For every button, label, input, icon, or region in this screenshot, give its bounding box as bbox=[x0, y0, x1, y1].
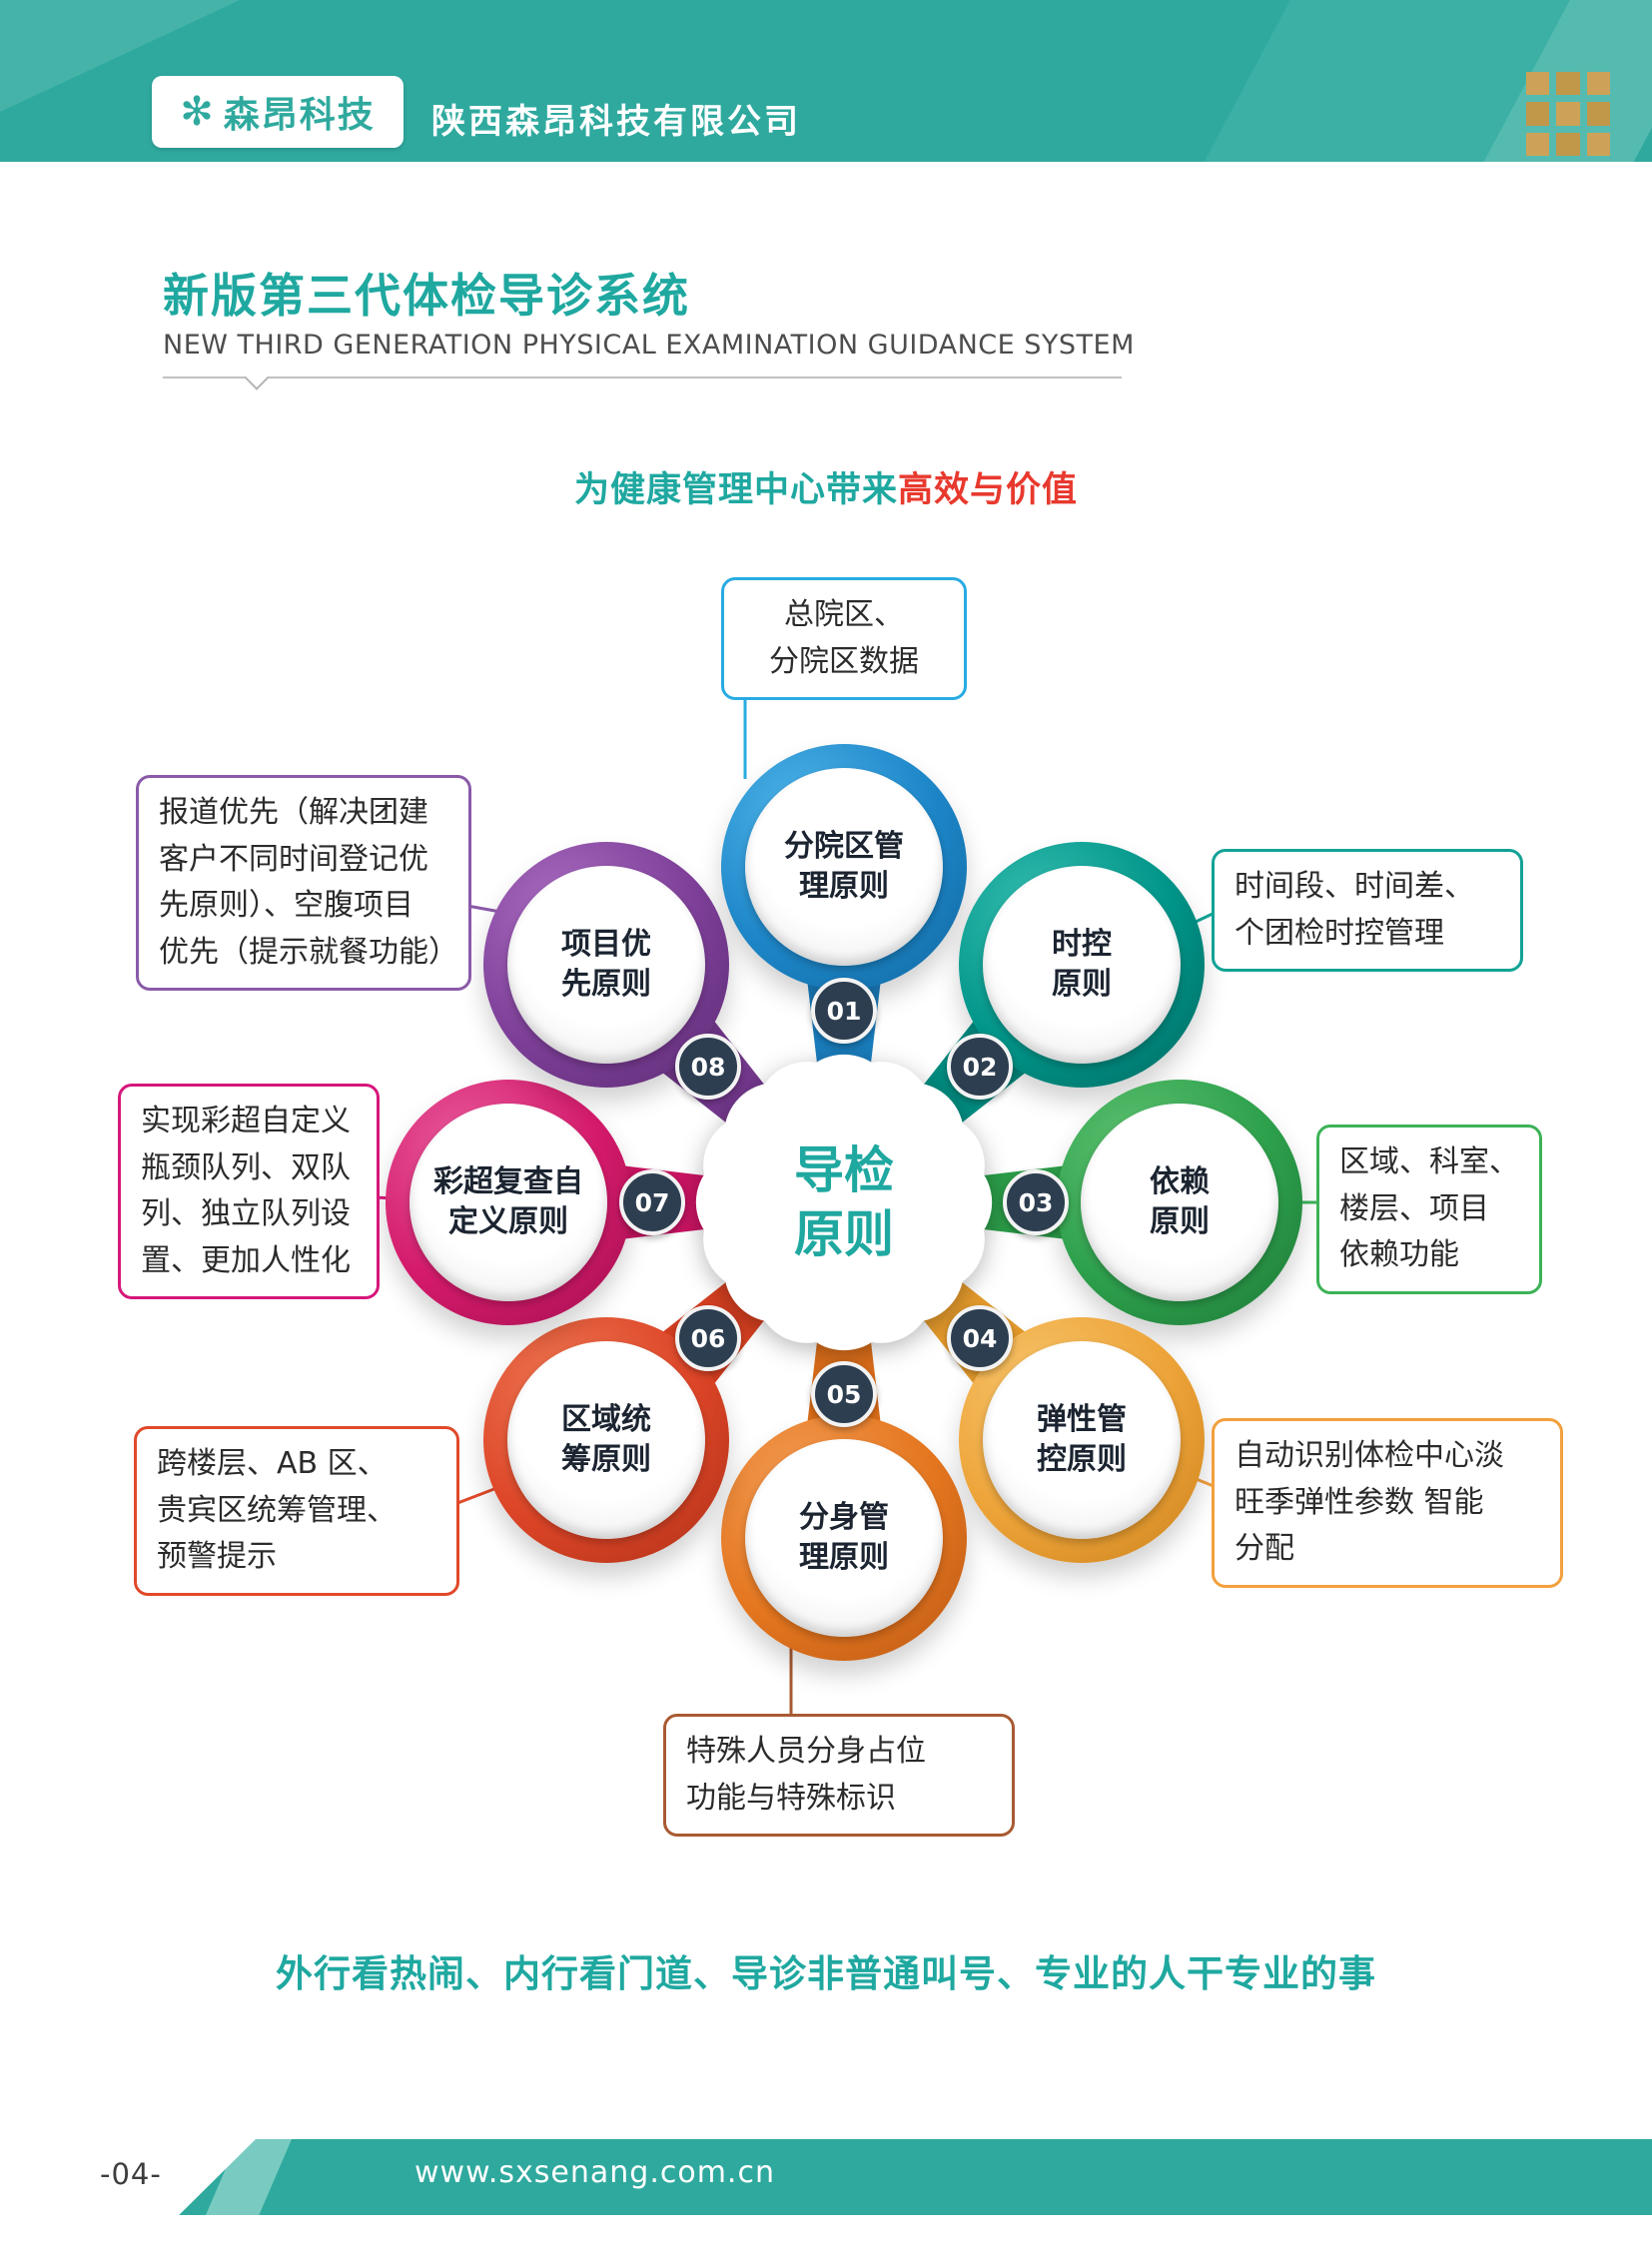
grid-square bbox=[1526, 132, 1550, 156]
petal-number-badge: 01 bbox=[811, 978, 877, 1044]
slogan: 外行看热闹、内行看门道、导诊非普通叫号、专业的人干专业的事 bbox=[276, 1952, 1376, 1995]
callout-01: 总院区、 分院区数据 bbox=[721, 577, 967, 700]
petal-05: 分身管 理原则 bbox=[721, 1415, 967, 1661]
page-title: 新版第三代体检导诊系统 bbox=[163, 269, 690, 323]
page-number: -04- bbox=[100, 2157, 162, 2191]
grid-square bbox=[1586, 102, 1610, 126]
callout-08: 报道优先（解决团建 客户不同时间登记优 先原则）、空腹项目 优先（提示就餐功能） bbox=[136, 775, 471, 991]
grid-square bbox=[1526, 102, 1550, 126]
petal-04-label: 弹性管 控原则 bbox=[983, 1341, 1181, 1539]
petal-number-badge: 03 bbox=[1003, 1169, 1069, 1235]
petal-07: 彩超复查自 定义原则 bbox=[386, 1080, 631, 1325]
petal-02: 时控 原则 bbox=[959, 842, 1205, 1088]
petal-07-label: 彩超复查自 定义原则 bbox=[410, 1104, 607, 1301]
title-divider bbox=[163, 376, 1122, 378]
callout-03: 区域、科室、 楼层、项目 依赖功能 bbox=[1316, 1125, 1542, 1294]
website-url: www.sxsenang.com.cn bbox=[414, 2155, 775, 2190]
tagline: 为健康管理中心带来高效与价值 bbox=[0, 461, 1652, 512]
grid-square bbox=[1586, 132, 1610, 156]
tagline-normal: 为健康管理中心带来 bbox=[573, 470, 898, 510]
petal-number-badge: 08 bbox=[675, 1034, 741, 1100]
grid-square bbox=[1526, 72, 1550, 96]
logo-text: 森昂科技 bbox=[223, 95, 376, 136]
petal-number-badge: 04 bbox=[947, 1305, 1013, 1371]
flower-icon: ✻ bbox=[180, 89, 214, 135]
callout-04: 自动识别体检中心淡 旺季弹性参数 智能 分配 bbox=[1212, 1418, 1563, 1588]
callout-05: 特殊人员分身占位 功能与特殊标识 bbox=[663, 1714, 1015, 1837]
callout-02: 时间段、时间差、 个团检时控管理 bbox=[1212, 849, 1523, 972]
grid-square bbox=[1556, 132, 1580, 156]
petal-06-label: 区域统 筹原则 bbox=[507, 1341, 705, 1539]
callout-07: 实现彩超自定义 瓶颈队列、双队 列、独立队列设 置、更加人性化 bbox=[118, 1084, 380, 1299]
petal-number-badge: 05 bbox=[811, 1361, 877, 1427]
grid-square bbox=[1556, 102, 1580, 126]
grid-square bbox=[1586, 72, 1610, 96]
grid-square bbox=[1556, 72, 1580, 96]
petal-01: 分院区管 理原则 bbox=[721, 744, 967, 990]
petal-02-label: 时控 原则 bbox=[983, 866, 1181, 1064]
petal-number-badge: 02 bbox=[947, 1034, 1013, 1100]
diagram-center: 导检 原则 bbox=[674, 1033, 1014, 1372]
petal-08: 项目优 先原则 bbox=[483, 842, 729, 1088]
petal-08-label: 项目优 先原则 bbox=[507, 866, 705, 1064]
logo: ✻ 森昂科技 bbox=[152, 76, 404, 148]
petal-04: 弹性管 控原则 bbox=[959, 1317, 1205, 1563]
diagram-center-label: 导检 原则 bbox=[794, 1141, 894, 1263]
company-name: 陕西森昂科技有限公司 bbox=[431, 102, 801, 142]
tagline-highlight: 高效与价值 bbox=[898, 470, 1079, 510]
page-subtitle-en: NEW THIRD GENERATION PHYSICAL EXAMINATIO… bbox=[163, 330, 1135, 361]
petal-03: 依赖 原则 bbox=[1057, 1080, 1302, 1325]
petal-01-label: 分院区管 理原则 bbox=[745, 768, 943, 966]
petal-05-label: 分身管 理原则 bbox=[745, 1439, 943, 1637]
divider-notch bbox=[244, 365, 270, 390]
petal-03-label: 依赖 原则 bbox=[1081, 1104, 1278, 1301]
callout-06: 跨楼层、AB 区、 贵宾区统筹管理、 预警提示 bbox=[134, 1426, 459, 1596]
petal-number-badge: 06 bbox=[675, 1305, 741, 1371]
petal-number-badge: 07 bbox=[619, 1169, 685, 1235]
footer-bar bbox=[0, 2139, 1652, 2215]
grid-squares-icon bbox=[1526, 72, 1610, 156]
